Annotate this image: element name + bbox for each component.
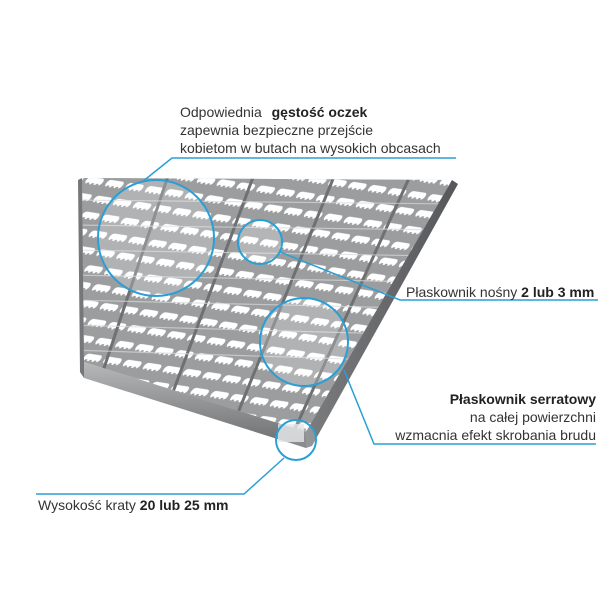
bearing-bar-leader [279, 251, 598, 301]
bearing-bar-circle [237, 219, 283, 265]
grating-side-frame [306, 180, 458, 448]
mesh-density-leader [141, 157, 456, 183]
height-circle [275, 419, 317, 461]
serrated-bar-line3: wzmacnia efekt skrobania brudu [395, 427, 596, 443]
serrated-bar-bold: Płaskownik serratowy [449, 391, 596, 407]
mesh-density-line3: kobietom w butach na wysokich obcasach [180, 140, 441, 156]
height-leader [36, 457, 285, 495]
mesh-density-line2: zapewnia bezpieczne przejście [180, 122, 373, 138]
grating-height-callout: Wysokość kraty 20 lub 25 mm [38, 496, 228, 514]
mesh-density-line1: Odpowiednia gęstość oczek [180, 103, 441, 121]
highlight-circles [97, 179, 349, 461]
mesh-density-line1-normal: Odpowiednia [180, 104, 262, 120]
grating-front-frame [84, 362, 306, 448]
serrated-bar-callout: Płaskownik serratowy na całej powierzchn… [395, 390, 596, 444]
leader-lines [36, 157, 598, 495]
bearing-bar-normal: Płaskownik nośny [406, 284, 518, 300]
bearing-bar-callout: Płaskownik nośny 2 lub 3 mm [406, 283, 594, 301]
mesh-density-circle [97, 179, 215, 297]
grating-corner [278, 424, 304, 442]
grating-height-bold: 20 lub 25 mm [139, 497, 229, 513]
mesh-density-callout: Odpowiednia gęstość oczek zapewnia bezpi… [180, 103, 441, 157]
grating-height-normal: Wysokość kraty [38, 497, 136, 513]
grating-bearing-bars [82, 199, 452, 361]
grating-left-edge [78, 178, 84, 378]
serrated-bar-line2: na całej powierzchni [469, 409, 596, 425]
mesh-density-line1-bold: gęstość oczek [271, 104, 368, 120]
serrated-bar-circle [259, 297, 349, 387]
grating-crossbars [98, 178, 412, 432]
bearing-bar-bold: 2 lub 3 mm [521, 284, 595, 300]
serrated-bar-leader [343, 369, 596, 445]
grating [78, 178, 458, 448]
